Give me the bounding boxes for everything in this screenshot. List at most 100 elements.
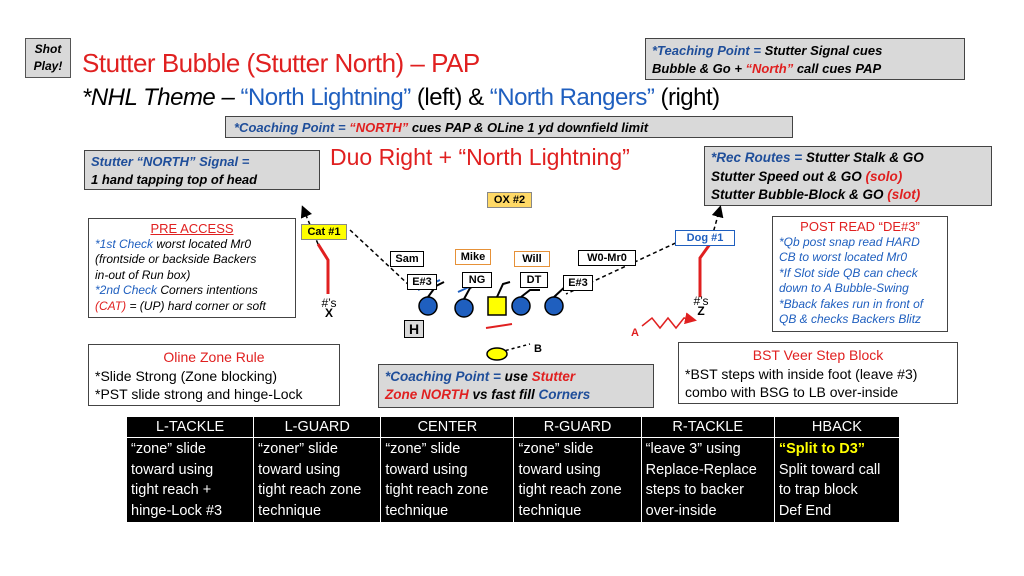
rec-routes-solo: (solo) <box>865 168 903 184</box>
oline-rule-title: Oline Zone Rule <box>163 349 265 365</box>
post-read-l3: *If Slot side QB can check <box>779 265 918 280</box>
label-hash-left: #’s <box>321 296 337 310</box>
rec-routes-slot: (slot) <box>887 187 921 202</box>
route-right <box>698 205 724 297</box>
theme-prefix: *NHL Theme – <box>82 84 241 111</box>
table-header-row: L-TACKLE L-GUARD CENTER R-GUARD R-TACKLE… <box>125 416 901 438</box>
teaching-point-text2a: Bubble & Go + <box>652 61 746 76</box>
rec-routes-label: *Rec Routes = <box>711 150 806 165</box>
qb-marker <box>486 347 508 361</box>
table-header-cell: CENTER <box>380 416 515 438</box>
theme-right: “North Rangers” <box>489 84 655 111</box>
label-e3-right: E#3 <box>563 275 593 291</box>
rec-routes-box: *Rec Routes = Stutter Stalk & GO Stutter… <box>704 146 992 206</box>
rec-routes-l1: Stutter Stalk & GO <box>805 150 924 165</box>
pre-access-l5a: (CAT) <box>95 298 127 313</box>
label-h: H <box>404 320 424 338</box>
label-e3-left: E#3 <box>407 274 437 290</box>
cp-bottom-corners: Corners <box>538 387 591 402</box>
pre-access-l3: in-out of Run box) <box>95 267 191 282</box>
label-w0: W0-Mr0 <box>578 250 636 266</box>
pre-access-l1a: *1st Check <box>95 236 154 251</box>
label-dog1: Dog #1 <box>675 230 735 246</box>
coaching-point-bottom: *Coaching Point = use Stutter Zone NORTH… <box>378 364 654 408</box>
formation-title: Duo Right + “North Lightning” <box>330 144 630 170</box>
bst-veer-l1: *BST steps with inside foot (leave #3) <box>685 365 918 382</box>
pre-access-l5b: = (UP) hard corner or soft <box>126 298 266 313</box>
label-z: Z <box>697 304 705 318</box>
assignment-table: L-TACKLE L-GUARD CENTER R-GUARD R-TACKLE… <box>125 416 901 523</box>
teaching-point-text1: Stutter Signal cues <box>764 43 883 58</box>
table-header-cell: L-GUARD <box>253 416 382 438</box>
teaching-point-label: *Teaching Point = <box>652 43 765 58</box>
coaching-point-top-north: “NORTH” <box>349 120 409 135</box>
teaching-point-box: *Teaching Point = Stutter Signal cues Bu… <box>645 38 965 80</box>
shot-play-badge: Shot Play! <box>25 38 71 78</box>
label-dt: DT <box>520 272 548 288</box>
pre-access-box: PRE ACCESS *1st Check worst located Mr0 … <box>88 218 296 318</box>
qb-pitch-line <box>499 343 531 353</box>
theme-left: “North Lightning” <box>240 84 411 111</box>
label-will: Will <box>514 251 550 267</box>
theme-right-suffix: (right) <box>654 84 720 111</box>
table-header-cell: L-TACKLE <box>125 416 255 438</box>
rec-routes-l3a: Stutter Bubble-Block & GO <box>711 187 888 202</box>
label-a: A <box>631 327 639 339</box>
cp-bottom-vs: vs fast fill <box>468 387 539 402</box>
oline-rule-l1: *Slide Strong (Zone blocking) <box>95 367 278 384</box>
table-header-cell: R-TACKLE <box>640 416 775 438</box>
post-read-l5: *Bback fakes run in front of <box>779 296 924 311</box>
post-read-l4: down to A Bubble-Swing <box>779 281 909 295</box>
label-hash-right: #’s <box>693 294 709 308</box>
cp-bottom-stutter: Stutter <box>531 369 576 384</box>
label-sam: Sam <box>390 251 424 267</box>
pre-access-l4a: *2nd Check <box>95 283 158 297</box>
teaching-point-text2c: call cues PAP <box>793 61 882 76</box>
post-read-l6: QB & checks Backers Blitz <box>779 312 922 326</box>
signal-line2: 1 hand tapping top of head <box>91 172 258 187</box>
rec-routes-l2a: Stutter Speed out & GO <box>711 168 866 184</box>
post-read-l1: *Qb post snap read HARD <box>779 234 920 249</box>
label-cat1: Cat #1 <box>301 224 347 240</box>
page-title: Stutter Bubble (Stutter North) – PAP <box>82 48 480 78</box>
bst-veer-l2: combo with BSG to LB over-inside <box>685 384 899 400</box>
oline-right-tackle <box>544 296 564 316</box>
coaching-point-top: *Coaching Point = “NORTH” cues PAP & OLi… <box>225 116 793 138</box>
cp-bottom-use: use <box>504 369 532 384</box>
block-lines <box>417 279 579 300</box>
oline-center <box>487 296 507 316</box>
pre-access-l4b: Corners intentions <box>157 283 258 297</box>
post-read-title: POST READ “DE#3” <box>800 219 920 234</box>
teaching-point-north: “North” <box>745 61 794 76</box>
label-ng: NG <box>462 272 492 288</box>
oline-left-guard <box>454 298 474 318</box>
pre-access-l2: (frontside or backside Backers <box>95 252 257 266</box>
cp-bottom-label: *Coaching Point = <box>385 369 505 384</box>
bst-veer-title: BST Veer Step Block <box>752 347 884 363</box>
oline-rule-box: Oline Zone Rule *Slide Strong (Zone bloc… <box>88 344 340 406</box>
label-b: B <box>534 343 542 355</box>
oline-rule-l2: *PST slide strong and hinge-Lock <box>95 386 303 402</box>
label-x: X <box>324 306 333 320</box>
pre-access-title: PRE ACCESS <box>150 221 234 236</box>
oline-left-tackle <box>418 296 438 316</box>
oline-right-guard <box>511 296 531 316</box>
a-zigzag <box>641 312 697 330</box>
theme-subtitle: *NHL Theme – “North Lightning” (left) & … <box>82 84 720 112</box>
label-ox2: OX #2 <box>487 192 532 208</box>
cp-bottom-zone: Zone NORTH <box>385 387 469 402</box>
signal-line1: Stutter “NORTH” Signal = <box>91 154 250 169</box>
signal-box: Stutter “NORTH” Signal = 1 hand tapping … <box>84 150 320 190</box>
table-header-cell: HBACK <box>773 416 901 438</box>
post-read-box: POST READ “DE#3” *Qb post snap read HARD… <box>772 216 948 332</box>
coaching-point-top-label: *Coaching Point = <box>234 120 350 135</box>
label-mike: Mike <box>455 249 491 265</box>
table-header-cell: R-GUARD <box>513 416 642 438</box>
shot-play-line2: Play! <box>33 59 63 73</box>
theme-left-suffix: (left) & <box>410 84 490 111</box>
